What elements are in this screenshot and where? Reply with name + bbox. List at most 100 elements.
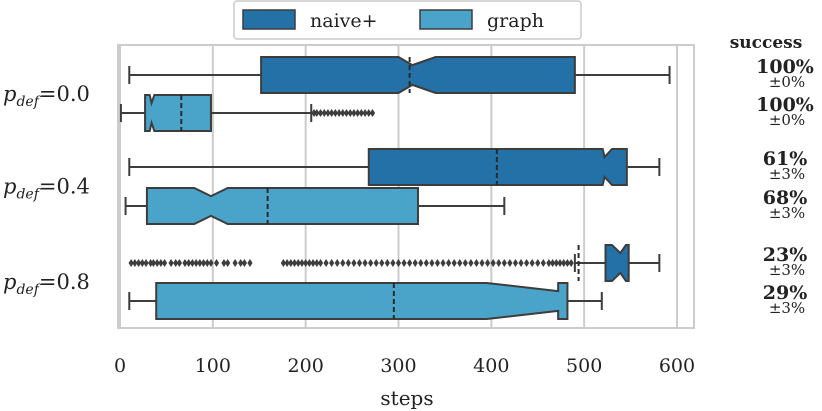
outlier-point — [213, 259, 220, 267]
outlier-point — [362, 259, 368, 267]
outlier-point — [549, 259, 556, 267]
outlier-point — [429, 259, 435, 267]
outlier-point — [317, 259, 324, 267]
outlier-point — [173, 259, 179, 267]
outlier-point — [568, 259, 574, 267]
outlier-point — [462, 259, 468, 267]
outlier-point — [561, 259, 567, 267]
outlier-point — [332, 109, 338, 117]
outlier-point — [485, 259, 491, 267]
plot-frame — [117, 44, 695, 329]
outlier-point — [247, 259, 253, 267]
group-label: pdef=0.4 — [3, 175, 90, 203]
success-error: ±0% — [769, 73, 805, 91]
outlier-point — [176, 259, 183, 267]
x-tick-label: 600 — [659, 355, 695, 377]
outlier-point — [299, 259, 305, 267]
outlier-point — [329, 109, 335, 117]
outlier-point — [329, 259, 335, 267]
success-value: 61% — [763, 148, 808, 170]
legend-label: naive+ — [310, 10, 378, 32]
outlier-point — [356, 259, 363, 267]
outlier-point — [197, 259, 203, 267]
outlier-point — [238, 259, 244, 267]
outlier-point — [291, 259, 298, 267]
outlier-point — [325, 109, 331, 117]
outlier-point — [366, 109, 372, 117]
outlier-point — [128, 259, 134, 267]
x-tick-label: 500 — [566, 355, 602, 377]
legend-frame — [233, 0, 582, 40]
outlier-point — [496, 259, 502, 267]
outlier-point — [340, 259, 346, 267]
success-header: success — [730, 33, 803, 53]
outlier-point — [473, 259, 480, 267]
outlier-point — [340, 109, 346, 117]
outlier-point — [347, 109, 353, 117]
success-error: ±3% — [769, 204, 805, 222]
outlier-point — [501, 259, 507, 267]
legend-swatch — [419, 9, 473, 30]
outlier-point — [193, 259, 199, 267]
outlier-point — [321, 109, 327, 117]
success-value: 23% — [763, 244, 808, 266]
outlier-point — [564, 259, 571, 267]
outlier-point — [317, 109, 324, 117]
outlier-point — [148, 259, 154, 267]
group-label: pdef=0.8 — [3, 270, 90, 298]
outlier-point — [200, 259, 207, 267]
outlier-point — [150, 259, 157, 267]
outlier-point — [446, 259, 452, 267]
notched-box — [145, 187, 419, 225]
outlier-point — [479, 259, 485, 267]
outlier-point — [529, 259, 535, 267]
outlier-point — [314, 109, 320, 117]
outlier-point — [314, 259, 320, 267]
outlier-point — [161, 259, 168, 267]
outlier-point — [390, 259, 396, 267]
success-error: ±3% — [769, 165, 805, 183]
outlier-point — [284, 259, 290, 267]
success-value: 100% — [756, 56, 814, 78]
outlier-point — [355, 109, 361, 117]
outlier-point — [368, 259, 374, 267]
outlier-point — [139, 259, 145, 267]
x-tick-label: 100 — [195, 355, 231, 377]
outlier-point — [143, 259, 149, 267]
outlier-point — [395, 259, 402, 267]
success-value: 68% — [763, 187, 808, 209]
outlier-point — [303, 259, 309, 267]
outlier-point — [345, 259, 351, 267]
outlier-point — [457, 259, 463, 267]
outlier-point — [232, 259, 238, 267]
outlier-point — [401, 259, 407, 267]
notched-box — [155, 282, 569, 320]
outlier-point — [553, 259, 559, 267]
outlier-point — [540, 259, 546, 267]
success-error: ±3% — [769, 299, 805, 317]
outlier-point — [369, 109, 376, 117]
outlier-point — [518, 259, 524, 267]
notched-box — [260, 56, 576, 94]
outlier-point — [310, 259, 316, 267]
outlier-point — [384, 259, 390, 267]
outlier-point — [208, 259, 214, 267]
notched-box — [604, 244, 630, 282]
outlier-point — [351, 109, 357, 117]
outlier-point — [288, 259, 294, 267]
group-label: pdef=0.0 — [3, 82, 90, 110]
outlier-point — [468, 259, 474, 267]
success-values: 100%±0%100%±0%61%±3%68%±3%23%±3%29%±3% — [756, 56, 814, 317]
outlier-point — [132, 259, 138, 267]
legend-label: graph — [487, 10, 544, 32]
outlier-point — [204, 259, 210, 267]
success-value: 100% — [756, 94, 814, 116]
outlier-point — [351, 259, 357, 267]
outlier-point — [557, 259, 563, 267]
outlier-point — [168, 259, 174, 267]
outlier-point — [241, 259, 247, 267]
outlier-point — [373, 259, 379, 267]
outlier-point — [311, 109, 317, 117]
x-tick-label: 300 — [380, 355, 416, 377]
